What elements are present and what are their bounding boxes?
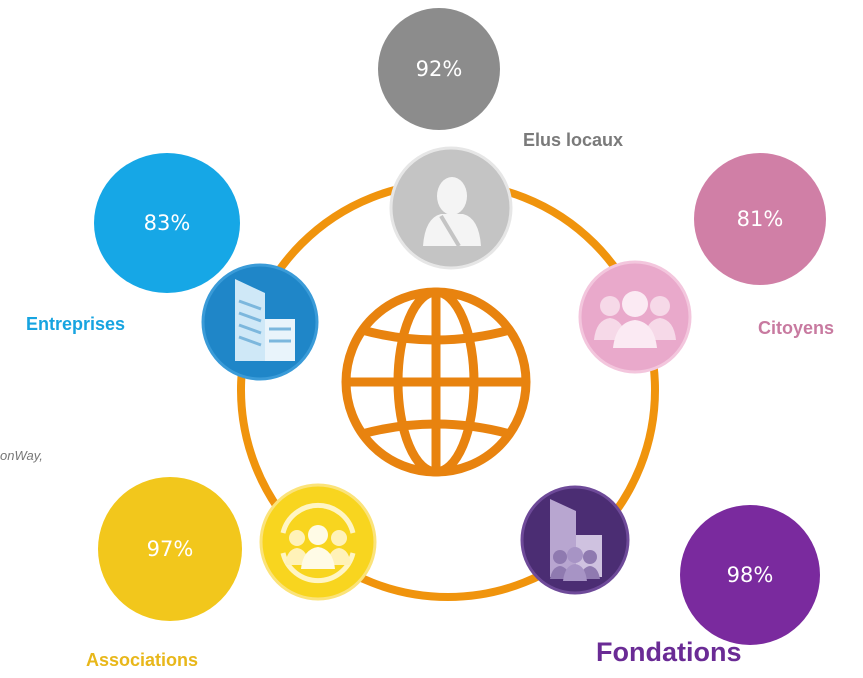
label-entreprises: Entreprises bbox=[26, 314, 126, 334]
stat-fondations: 98% bbox=[680, 505, 820, 645]
node-fondations bbox=[520, 485, 630, 595]
globe-icon bbox=[341, 287, 531, 477]
node-associations bbox=[259, 483, 377, 601]
node-entreprises bbox=[201, 263, 319, 381]
stat-entreprises: 83% bbox=[94, 153, 240, 293]
stat-elus-locaux: 92% bbox=[378, 8, 500, 130]
percent-entreprises: 83% bbox=[143, 211, 191, 235]
person-icon bbox=[389, 146, 513, 270]
node-elus-locaux bbox=[389, 146, 513, 270]
percent-elus-locaux: 92% bbox=[415, 57, 463, 81]
label-fondations: Fondations bbox=[596, 637, 742, 667]
percent-citoyens: 81% bbox=[736, 207, 784, 231]
label-elus-locaux: Elus locaux bbox=[523, 130, 624, 150]
node-citoyens bbox=[578, 260, 692, 374]
percent-fondations: 98% bbox=[726, 563, 774, 587]
label-associations: Associations bbox=[86, 650, 199, 670]
people-cycle-icon bbox=[259, 483, 377, 601]
label-citoyens: Citoyens bbox=[758, 318, 835, 338]
note-text: onWay, bbox=[0, 448, 43, 463]
stat-citoyens: 81% bbox=[694, 153, 826, 285]
percent-associations: 97% bbox=[146, 537, 194, 561]
stat-associations: 97% bbox=[98, 477, 242, 621]
foundation-icon bbox=[520, 485, 630, 595]
people-group-icon bbox=[578, 260, 692, 374]
building-icon bbox=[201, 263, 319, 381]
